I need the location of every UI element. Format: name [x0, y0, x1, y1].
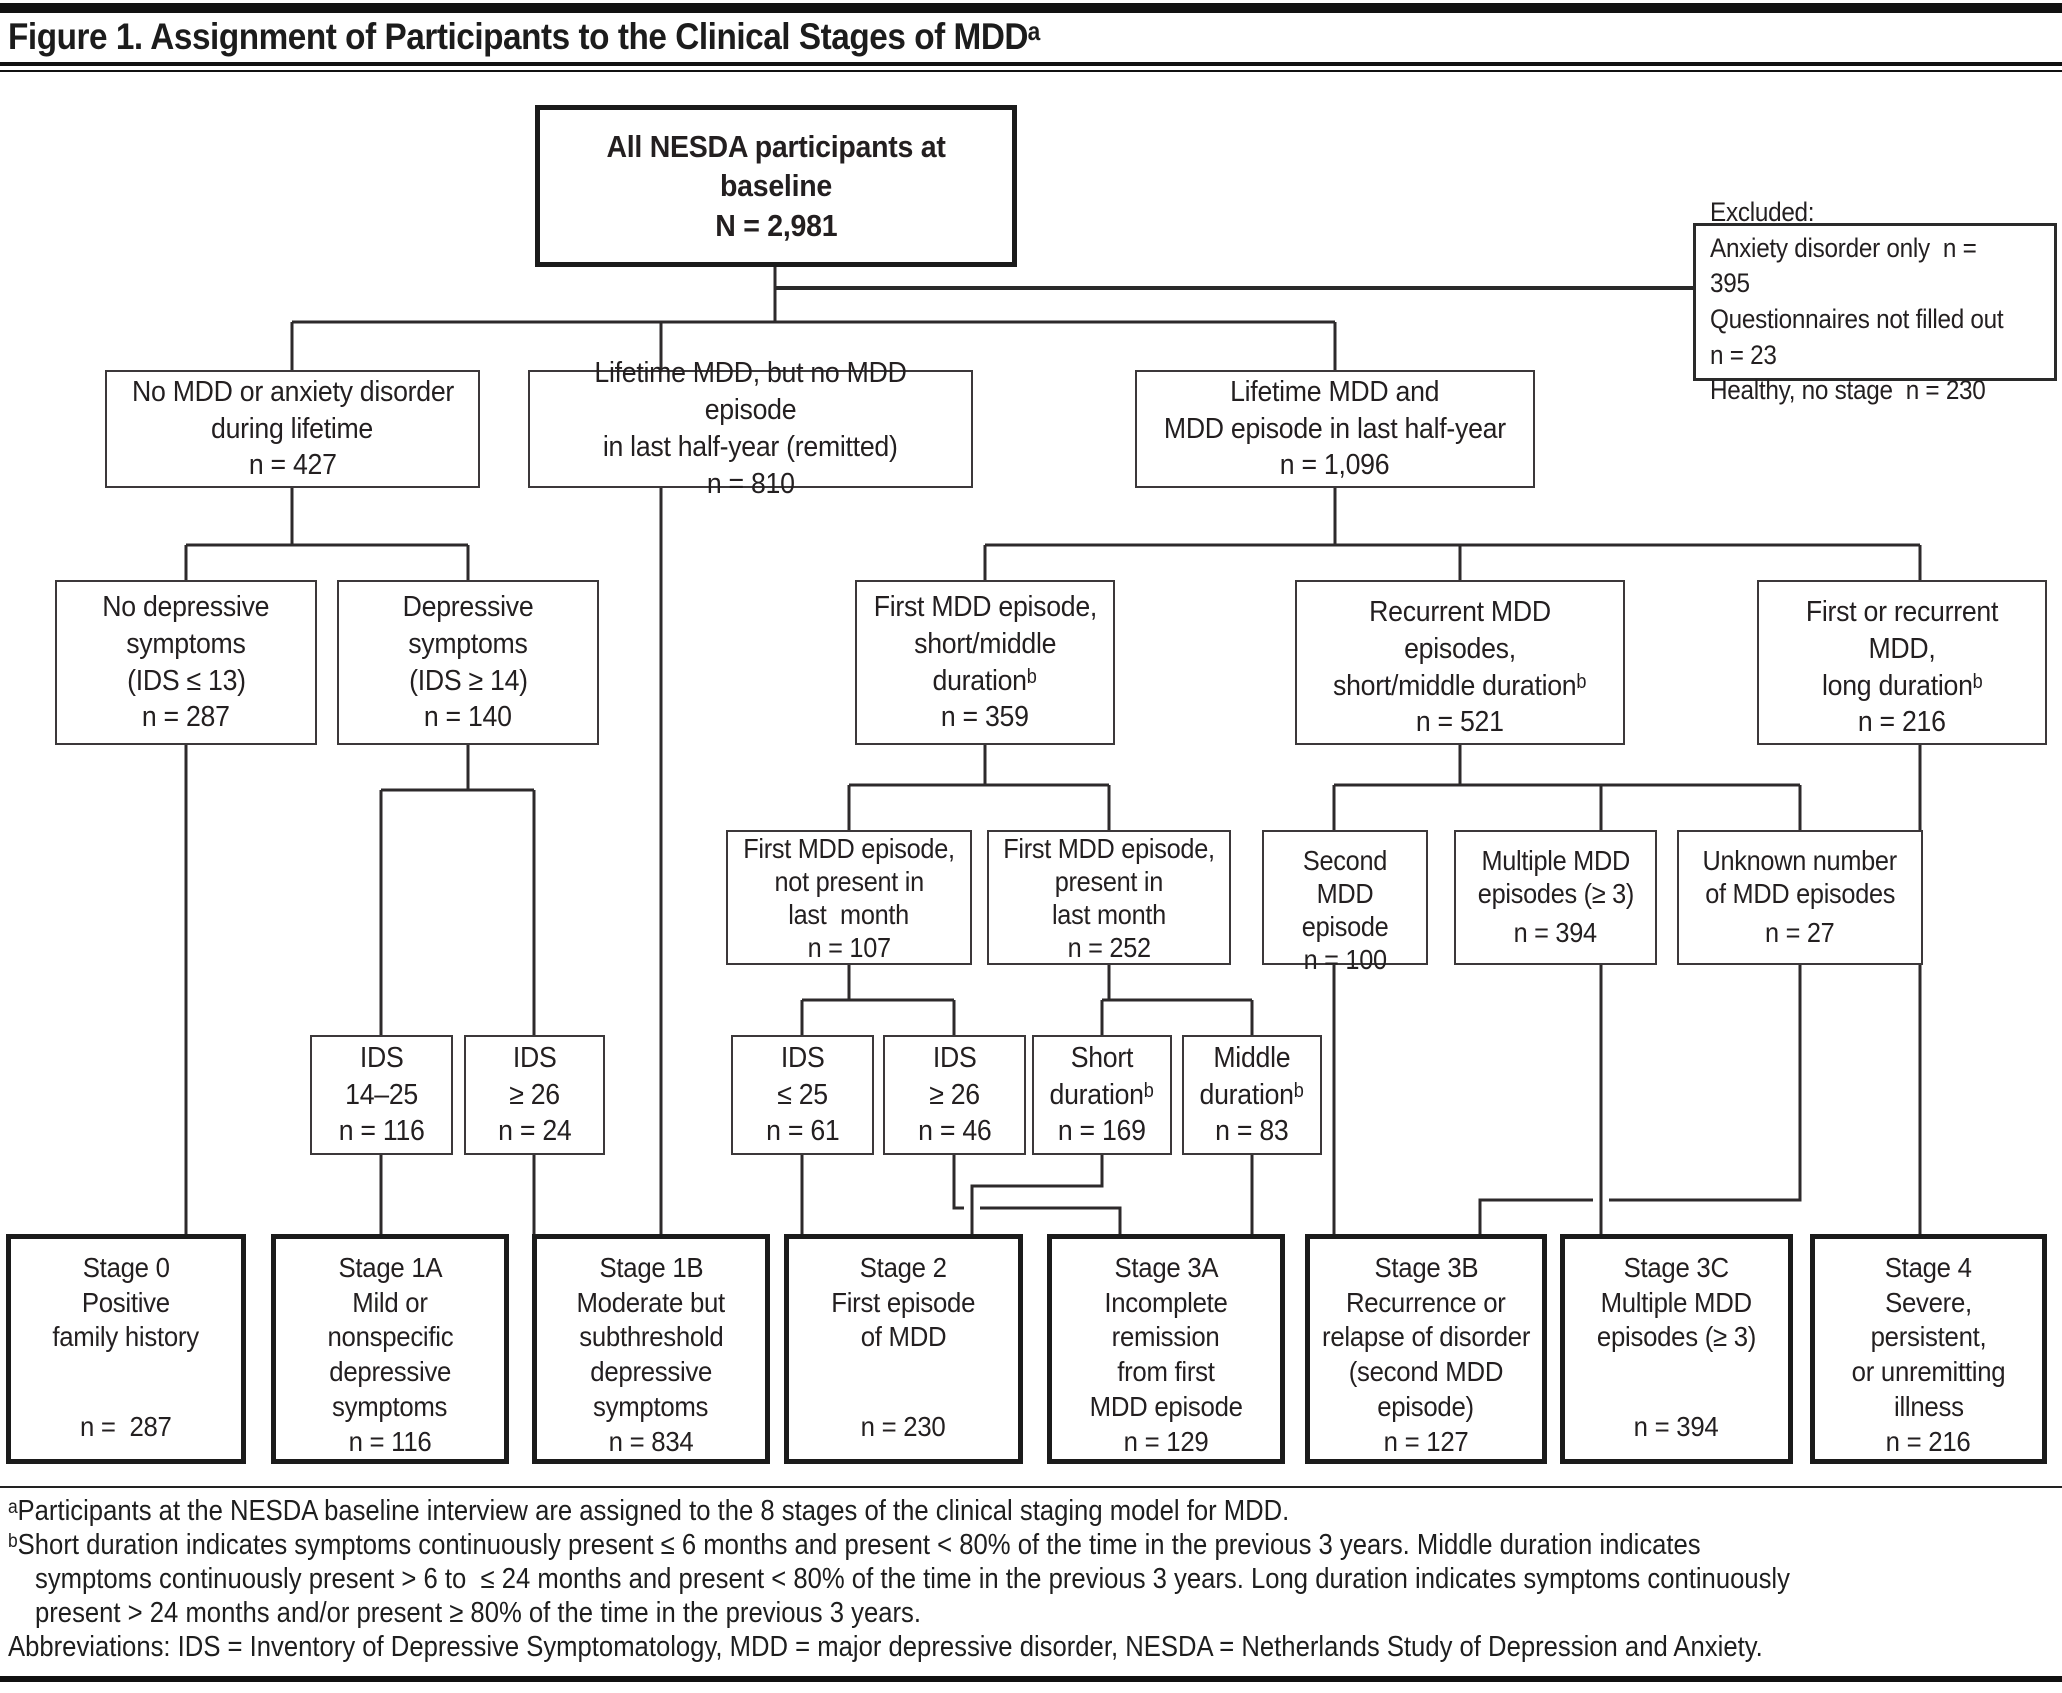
node-depressive-symptoms: Depressive symptoms (IDS ≥ 14) n = 140 — [337, 580, 599, 745]
node-no-depressive-symptoms: No depressive symptoms (IDS ≤ 13) n = 28… — [55, 580, 317, 745]
node-ids-le25: IDS ≤ 25 n = 61 — [731, 1035, 874, 1155]
node-first-present: First MDD episode, present in last month… — [987, 830, 1231, 965]
footnotes: ᵃParticipants at the NESDA baseline inte… — [8, 1494, 2056, 1664]
node-stage-1a: Stage 1A Mild or nonspecific depressive … — [271, 1234, 509, 1464]
node-first-not-present: First MDD episode, not present in last m… — [726, 830, 972, 965]
node-multiple-episodes: Multiple MDD episodes (≥ 3) n = 394 — [1454, 830, 1657, 965]
node-first-or-recurrent-long: First or recurrent MDD, long durationᵇ n… — [1757, 580, 2047, 745]
node-stage-3a: Stage 3A Incomplete remission from first… — [1047, 1234, 1285, 1464]
node-unknown-episodes: Unknown number of MDD episodes n = 27 — [1677, 830, 1923, 965]
node-remitted-mdd: Lifetime MDD, but no MDD episode in last… — [528, 357, 973, 500]
node-excluded: Excluded: Anxiety disorder only n = 395 … — [1693, 197, 2057, 405]
node-second-episode: Second MDD episode n = 100 — [1262, 830, 1428, 975]
node-no-mdd-lifetime: No MDD or anxiety disorder during lifeti… — [105, 370, 480, 488]
node-ids-ge26-left: IDS ≥ 26 n = 24 — [464, 1035, 605, 1155]
title-rule-heavy — [0, 62, 2062, 66]
bottom-rule-thick — [0, 1676, 2062, 1682]
footnote-b-line3: present > 24 months and/or present ≥ 80%… — [35, 1597, 921, 1629]
node-stage-0: Stage 0 Positive family history n = 287 — [6, 1234, 246, 1464]
node-recurrent-short-middle: Recurrent MDD episodes, short/middle dur… — [1295, 580, 1625, 745]
node-all-participants: All NESDA participants at baseline N = 2… — [535, 105, 1017, 267]
footnote-b-line1: ᵇShort duration indicates symptoms conti… — [8, 1529, 1701, 1561]
title-rule-light — [0, 70, 2062, 72]
node-stage-4: Stage 4 Severe, persistent, or unremitti… — [1810, 1234, 2047, 1464]
footnote-a: ᵃParticipants at the NESDA baseline inte… — [8, 1495, 1290, 1527]
node-stage-3b: Stage 3B Recurrence or relapse of disord… — [1305, 1234, 1547, 1464]
node-ids-ge26-right: IDS ≥ 26 n = 46 — [883, 1035, 1026, 1155]
footnote-rule — [0, 1486, 2062, 1488]
node-ids-14-25: IDS 14–25 n = 116 — [310, 1035, 453, 1155]
footnote-b-line2: symptoms continuously present > 6 to ≤ 2… — [35, 1563, 1790, 1595]
node-first-episode-short-middle: First MDD episode, short/middle duration… — [855, 580, 1115, 745]
node-current-mdd: Lifetime MDD and MDD episode in last hal… — [1135, 370, 1535, 488]
node-short-duration: Short durationᵇ n = 169 — [1032, 1035, 1172, 1155]
footnote-abbreviations: Abbreviations: IDS = Inventory of Depres… — [8, 1631, 1763, 1663]
node-stage-3c: Stage 3C Multiple MDD episodes (≥ 3) n =… — [1560, 1234, 1793, 1464]
top-rule-thick — [0, 3, 2062, 13]
node-stage-2: Stage 2 First episode of MDD n = 230 — [784, 1234, 1023, 1464]
node-stage-1b: Stage 1B Moderate but subthreshold depre… — [532, 1234, 770, 1464]
node-middle-duration: Middle durationᵇ n = 83 — [1182, 1035, 1322, 1155]
figure-title: Figure 1. Assignment of Participants to … — [8, 16, 1041, 57]
